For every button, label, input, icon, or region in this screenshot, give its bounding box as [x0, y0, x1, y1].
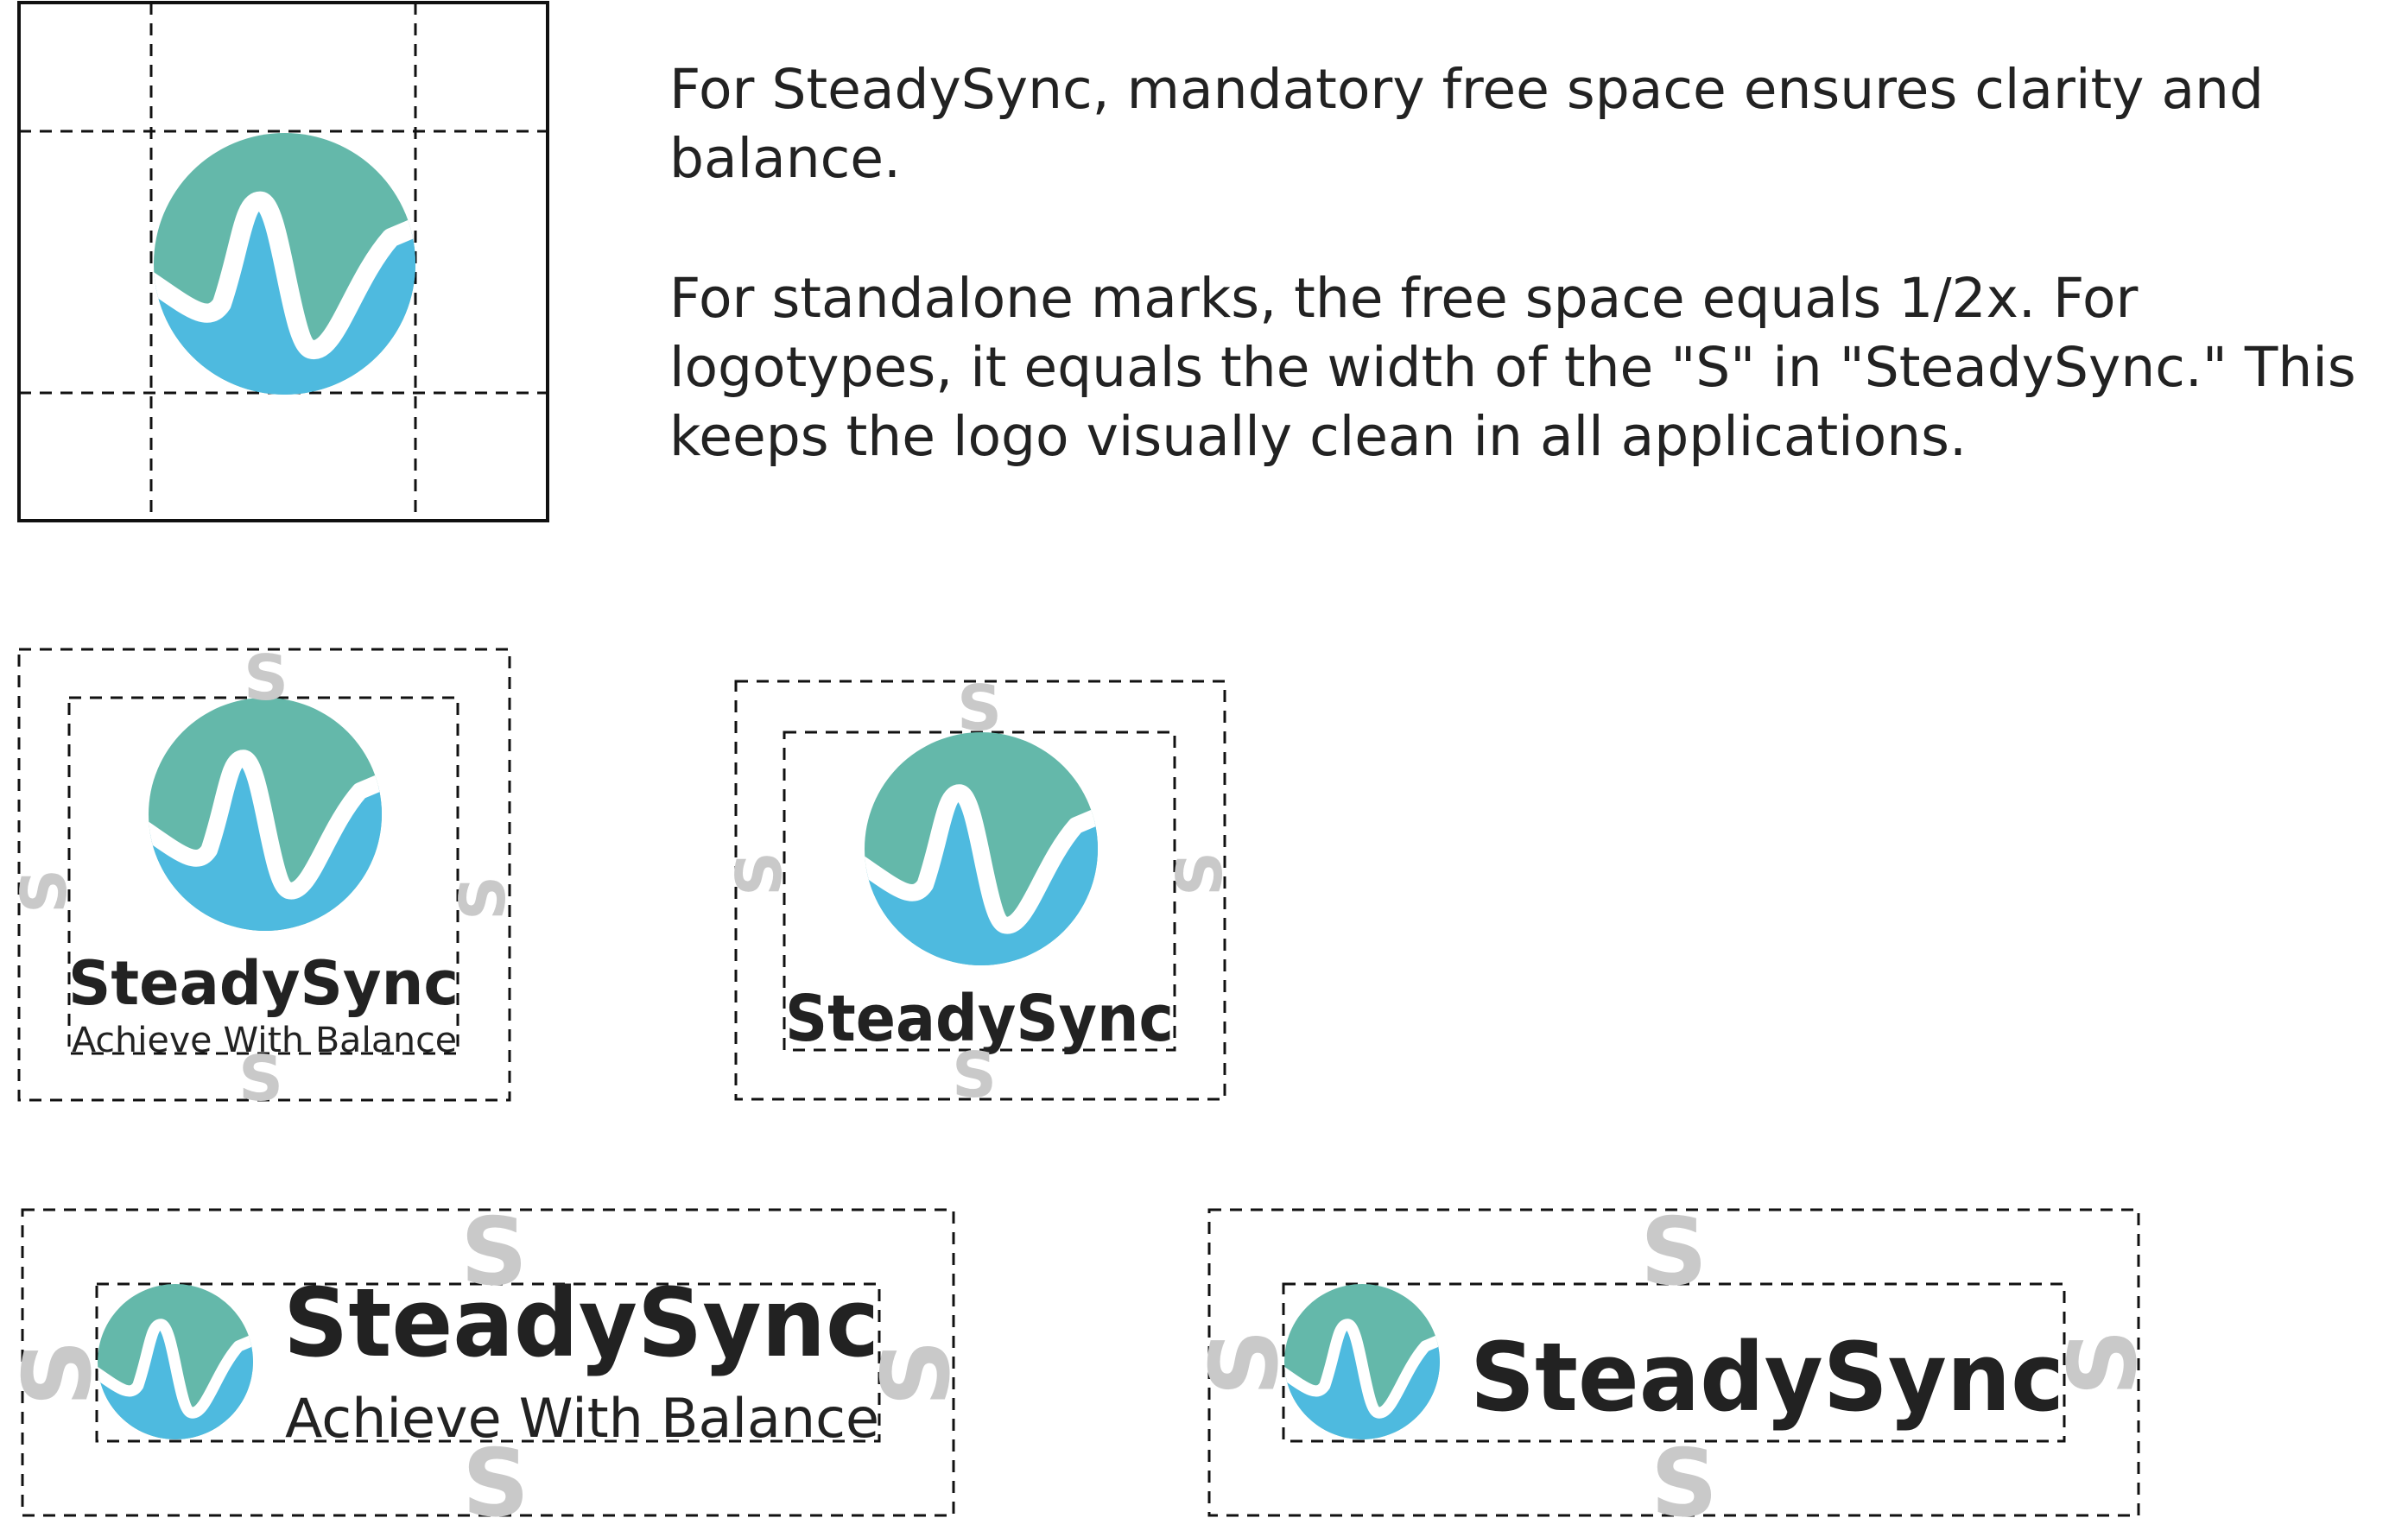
spacing-letter-top: S: [957, 672, 1002, 744]
spacing-letter-left: S: [4, 1339, 112, 1407]
horizontal-logo-tagline-example: SteadySync Achieve With Balance S S S S: [4, 1199, 971, 1537]
wave-circle-logo-icon: [1279, 1284, 1445, 1445]
vertical-logo-example: SteadySync S S S S: [723, 672, 1236, 1111]
wordmark: SteadySync: [68, 948, 459, 1019]
wordmark: SteadySync: [283, 1268, 879, 1378]
spacing-letter-right: S: [1163, 851, 1236, 896]
spacing-letter-right: S: [2050, 1329, 2158, 1396]
tagline: Achieve With Balance: [72, 1021, 457, 1060]
spacing-letter-bottom: S: [238, 1042, 283, 1115]
wave-circle-logo-icon: [857, 732, 1106, 973]
spacing-letter-top: S: [460, 1199, 528, 1306]
wave-circle-logo-icon: [92, 1284, 258, 1445]
wave-circle-logo-icon: [145, 133, 424, 403]
spacing-letter-top: S: [1640, 1199, 1708, 1306]
horizontal-logo-example: SteadySync S S S S: [1191, 1199, 2158, 1537]
spacing-letter-top: S: [244, 642, 288, 714]
tagline: Achieve With Balance: [285, 1387, 879, 1450]
wave-circle-logo-icon: [141, 698, 390, 939]
intro-paragraph-1: For SteadySync, mandatory free space ens…: [669, 58, 2264, 190]
wordmark: SteadySync: [1470, 1322, 2064, 1433]
vertical-logo-tagline-example: SteadySync Achieve With Balance S S S S: [8, 642, 519, 1115]
spacing-letter-left: S: [1191, 1329, 1299, 1396]
grid-example: [17, 1, 549, 522]
spacing-letter-right: S: [447, 876, 519, 920]
wordmark: SteadySync: [785, 982, 1174, 1056]
intro-paragraph-2: For standalone marks, the free space equ…: [669, 267, 2356, 468]
spacing-letter-bottom: S: [952, 1039, 997, 1111]
spacing-letter-right: S: [863, 1339, 971, 1407]
spacing-letter-left: S: [8, 869, 80, 914]
spacing-letter-bottom: S: [1651, 1430, 1718, 1537]
spacing-letter-left: S: [723, 851, 795, 896]
spacing-letter-bottom: S: [462, 1430, 529, 1537]
